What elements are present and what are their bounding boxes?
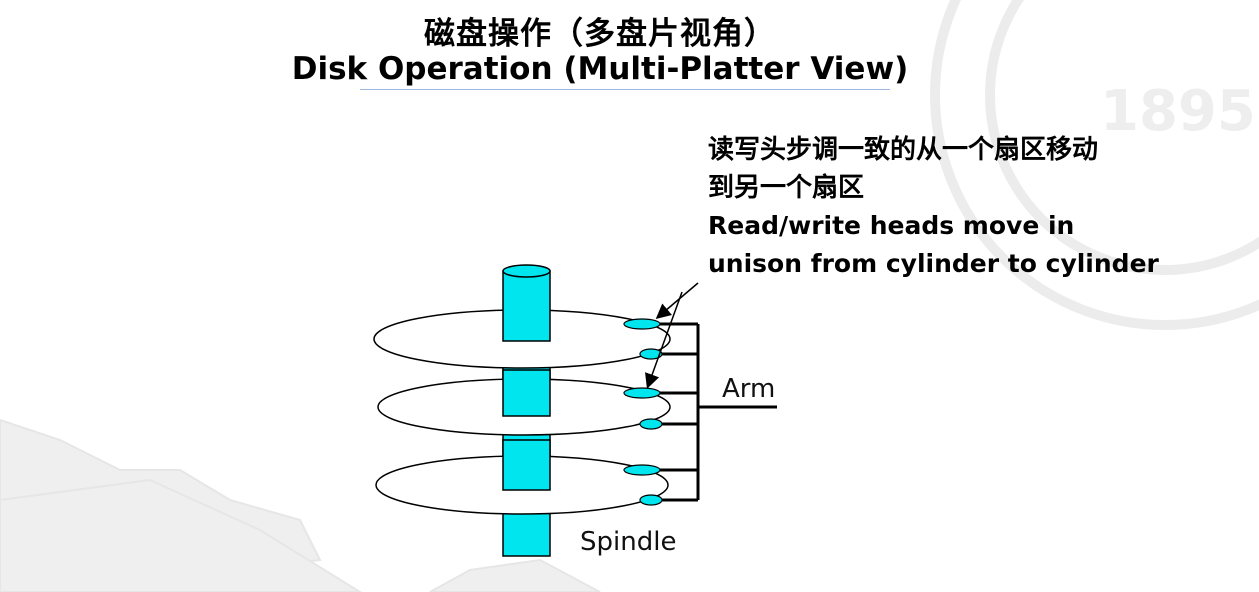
title-underline [360, 89, 890, 90]
head-top-lower [639, 348, 663, 360]
head-middle-lower [639, 418, 663, 430]
arm-label: Arm [722, 374, 776, 404]
spindle-segment-through-middle [502, 369, 551, 417]
spindle-top-cap [502, 264, 551, 278]
arm-assembly [658, 322, 777, 502]
annotation-en-line2: unison from cylinder to cylinder [708, 248, 1159, 278]
page-title-en: Disk Operation (Multi-Platter View) [291, 51, 909, 87]
annotation-arrows [645, 282, 699, 389]
annotation-text: 读写头步调一致的从一个扇区移动 到另一个扇区 Read/write heads … [708, 132, 1159, 282]
spindle-label: Spindle [580, 527, 677, 557]
head-middle-upper [623, 387, 661, 399]
annotation-cn-line2: 到另一个扇区 [708, 172, 865, 203]
head-bottom-lower [639, 494, 663, 506]
head-top-upper [623, 318, 661, 330]
spindle-top [502, 270, 551, 342]
annotation-cn-line1: 读写头步调一致的从一个扇区移动 [708, 135, 1099, 165]
page-title-cn: 磁盘操作（多盘片视角） [424, 16, 776, 52]
spindle-segment-through-bottom [502, 439, 551, 491]
head-bottom-upper [623, 464, 661, 476]
annotation-en-line1: Read/write heads move in [708, 211, 1075, 240]
